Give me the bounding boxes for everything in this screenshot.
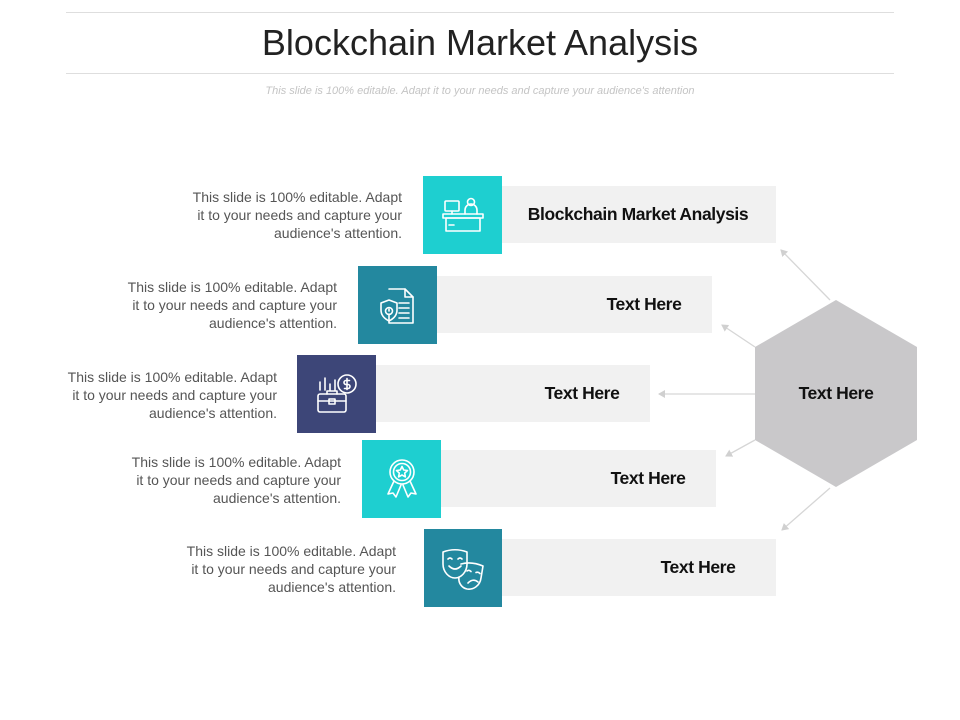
arrow-row-1: [780, 249, 831, 301]
award-ribbon-icon: [386, 459, 417, 498]
row-1-icon-box: [423, 176, 502, 254]
slide-subtitle: This slide is 100% editable. Adapt it to…: [265, 85, 695, 97]
row-3-label: Text Here: [544, 383, 620, 403]
row-1-bar: Blockchain Market Analysis: [500, 186, 776, 243]
office-desk-icon: [441, 197, 484, 232]
row-2-bar: Text Here: [436, 276, 712, 333]
row-4-icon-box: [362, 440, 441, 518]
document-shield-icon: [379, 288, 414, 324]
row-1-label: Blockchain Market Analysis: [527, 204, 749, 224]
arrow-row-5: [781, 487, 831, 531]
row-4-label: Text Here: [610, 468, 686, 488]
top-rule: [66, 12, 894, 13]
row-4-description: This slide is 100% editable. Adapt it to…: [131, 454, 341, 506]
row-1-description: This slide is 100% editable. Adapt it to…: [192, 189, 402, 241]
money-briefcase-icon: [316, 374, 357, 413]
row-2-label: Text Here: [606, 294, 682, 314]
row-3-bar: Text Here: [374, 365, 650, 422]
row-5-icon-box: [424, 529, 502, 607]
arrow-row-2: [721, 324, 756, 348]
row-3-description: This slide is 100% editable. Adapt it to…: [67, 369, 277, 421]
row-2-icon-box: [358, 266, 437, 344]
row-2-description: This slide is 100% editable. Adapt it to…: [127, 279, 337, 331]
row-3-icon-box: [297, 355, 376, 433]
row-4-bar: Text Here: [440, 450, 716, 507]
center-hexagon: [755, 300, 917, 487]
row-5-label: Text Here: [660, 557, 736, 577]
arrow-row-4: [725, 439, 756, 457]
center-hexagon-label: Text Here: [798, 382, 874, 403]
title-rule: [66, 73, 894, 74]
slide-title: Blockchain Market Analysis: [261, 22, 699, 63]
row-5-bar: Text Here: [500, 539, 776, 596]
row-5-description: This slide is 100% editable. Adapt it to…: [186, 543, 396, 595]
theater-masks-icon: [442, 548, 484, 590]
